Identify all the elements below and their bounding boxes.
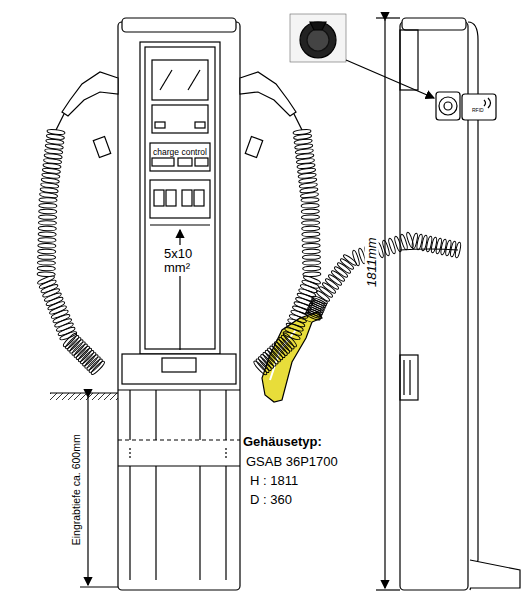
cable-coil xyxy=(38,232,56,237)
cable-coil xyxy=(284,326,302,336)
cable-coil xyxy=(255,358,271,374)
housing-heading: Gehäusetyp: xyxy=(243,435,322,449)
cable-coil xyxy=(352,250,361,266)
cable-coil xyxy=(39,215,57,220)
cable-coil xyxy=(302,220,320,225)
cable-coil xyxy=(302,238,320,243)
cable-coil xyxy=(287,318,305,328)
cable-coil xyxy=(37,266,55,271)
panel-label: charge control xyxy=(150,148,210,157)
cable-coil xyxy=(289,313,307,323)
cable-coil xyxy=(59,330,77,341)
cable-coil xyxy=(301,215,319,220)
cable-coil xyxy=(315,290,330,303)
cable-coil xyxy=(39,209,57,214)
cable-coil xyxy=(39,198,57,203)
cable-coil xyxy=(301,203,319,208)
cable-coil xyxy=(301,198,319,203)
cable-coil xyxy=(302,249,320,254)
cable-coil xyxy=(303,260,321,265)
cable-coil xyxy=(38,226,56,231)
housing-type: GSAB 36P1700 xyxy=(246,455,338,469)
cable-coil xyxy=(282,331,300,341)
cable-coil xyxy=(286,322,304,332)
cable-coil xyxy=(38,220,56,225)
cable-coil xyxy=(37,260,55,265)
housing-depth: D : 360 xyxy=(250,493,292,507)
depth-dimension: Eingrabtiefe ca. 600mm xyxy=(70,435,82,546)
cable-coil xyxy=(301,279,319,289)
housing-height: H : 1811 xyxy=(250,474,298,488)
height-dimension: 1811mm xyxy=(365,237,379,287)
cable-coil xyxy=(90,360,106,376)
cable-coil xyxy=(38,255,56,260)
cable-spec: 5x10 mm² xyxy=(164,247,198,276)
cable-coil xyxy=(88,358,104,374)
cable-coil xyxy=(303,266,321,271)
cable-coil xyxy=(302,232,320,237)
cable-coil xyxy=(302,255,320,260)
cable-coil xyxy=(253,360,269,376)
rfid-label: RFID xyxy=(472,108,484,114)
cable-coil xyxy=(302,226,320,231)
cable-coil xyxy=(302,243,320,248)
cable-coil xyxy=(305,311,321,321)
cable-coil xyxy=(300,283,318,293)
cable-coil xyxy=(303,275,321,285)
cable-coil xyxy=(301,209,319,214)
cable-coil xyxy=(39,203,57,208)
cable-coil xyxy=(38,243,56,248)
cable-coil xyxy=(38,249,56,254)
cable-coil xyxy=(38,238,56,243)
